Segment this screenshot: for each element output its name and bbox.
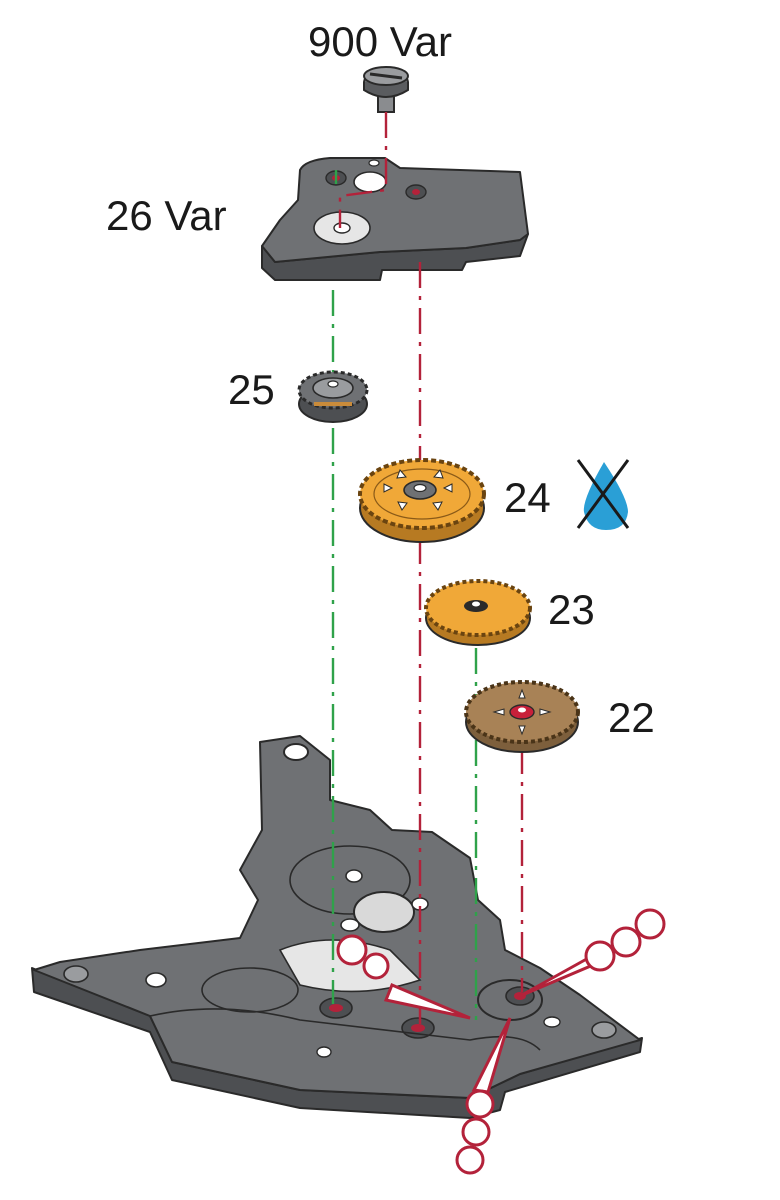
label-26-var: 26 Var (106, 192, 227, 239)
positioning-tool (336, 908, 666, 1175)
label-22: 22 (608, 694, 655, 741)
bridge-26-var (261, 157, 529, 281)
label-25: 25 (228, 366, 275, 413)
screw-900-var (363, 66, 409, 113)
label-900-var: 900 Var (308, 18, 452, 65)
crossed-oil-drop-icon (576, 459, 630, 530)
main-plate-top (33, 735, 641, 1099)
main-plate (31, 735, 643, 1119)
gear-23 (424, 579, 532, 646)
label-24: 24 (504, 474, 551, 521)
gear-22 (464, 680, 580, 753)
gear-24 (358, 458, 486, 543)
axis-screw (338, 112, 388, 228)
label-23: 23 (548, 586, 595, 633)
gear-25 (297, 370, 369, 423)
